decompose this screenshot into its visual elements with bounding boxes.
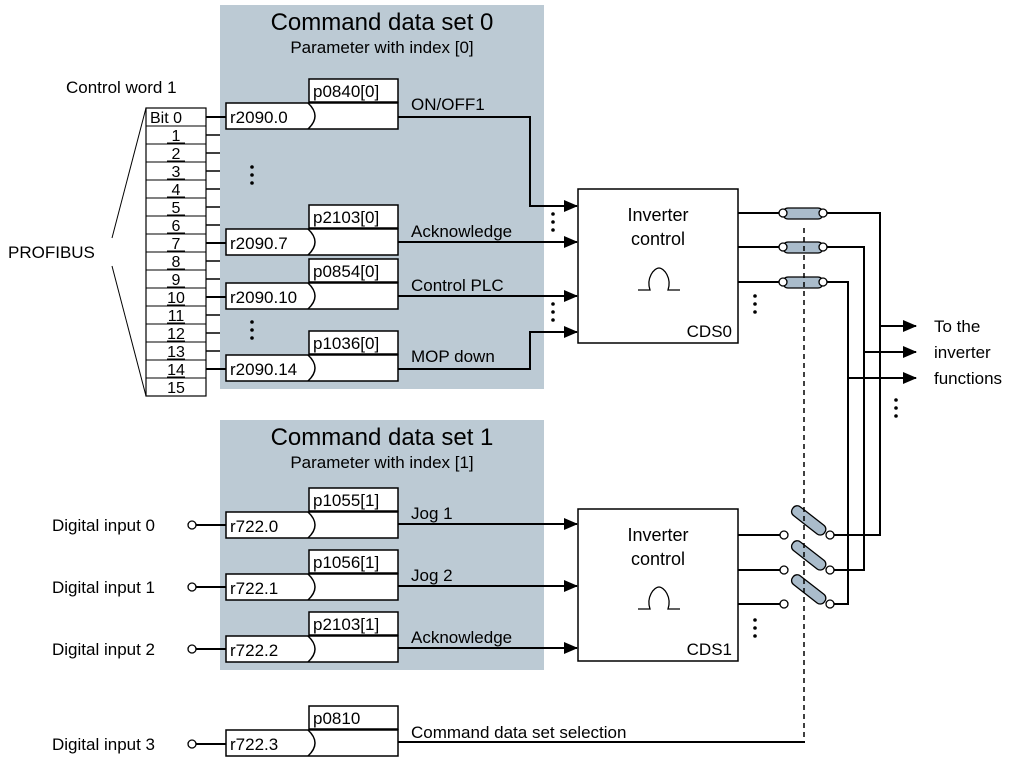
- output-label-3: functions: [934, 369, 1002, 388]
- bit-label: 12: [167, 326, 185, 343]
- bit-label: Bit 0: [150, 110, 182, 127]
- signal-label: Control PLC: [411, 276, 504, 295]
- cds-tag: CDS1: [687, 640, 732, 659]
- bit-label: 3: [172, 164, 181, 181]
- cds1-subtitle: Parameter with index [1]: [290, 453, 473, 472]
- bit-label: 4: [172, 182, 181, 199]
- bit-label: 6: [172, 218, 181, 235]
- bit-label: 1: [172, 128, 181, 145]
- inverter-control-cds0: Inverter control CDS0: [577, 188, 739, 344]
- bit-label: 10: [167, 290, 185, 307]
- control-symbol-icon: [638, 267, 680, 291]
- param-label: p1036[0]: [313, 334, 379, 353]
- bit-label: 5: [172, 200, 181, 217]
- cds0-row-on-off1: p0840[0] r2090.0 ON/OFF1: [206, 78, 578, 212]
- signal-label: Jog 1: [411, 504, 453, 523]
- input-label: Digital input 3: [52, 735, 155, 754]
- cds0-subtitle: Parameter with index [0]: [290, 38, 473, 57]
- param-label: p1055[1]: [313, 491, 379, 510]
- input-label: Digital input 1: [52, 578, 155, 597]
- cds0-panel: [220, 5, 544, 389]
- output-arrows: [848, 320, 917, 418]
- inverter-label-2: control: [631, 229, 685, 249]
- bit-label: 8: [172, 254, 181, 271]
- control-word-label: Control word 1: [66, 78, 177, 97]
- input-label: Digital input 0: [52, 516, 155, 535]
- param-label: p0854[0]: [313, 262, 379, 281]
- signal-label: ON/OFF1: [411, 95, 485, 114]
- profibus-fan: [111, 107, 147, 397]
- inverter-label-1: Inverter: [627, 205, 688, 225]
- source-label: r2090.0: [230, 108, 288, 127]
- input-label: Digital input 2: [52, 640, 155, 659]
- param-label: p0840[0]: [313, 82, 379, 101]
- cds1-row-jog1: Digital input 0 p1055[1] r722.0 Jog 1: [52, 487, 578, 539]
- inverter-label-1: Inverter: [627, 525, 688, 545]
- signal-label: Acknowledge: [411, 222, 512, 241]
- inverter-label-2: control: [631, 549, 685, 569]
- cds0-row-acknowledge: p2103[0] r2090.7 Acknowledge: [206, 204, 578, 256]
- source-label: r722.1: [230, 579, 278, 598]
- signal-label: MOP down: [411, 347, 495, 366]
- source-label: r2090.7: [230, 234, 288, 253]
- cds0-row-mop-down: p1036[0] r2090.14 MOP down: [206, 326, 578, 382]
- source-label: r722.2: [230, 641, 278, 660]
- signal-label: Acknowledge: [411, 628, 512, 647]
- param-label: p2103[0]: [313, 208, 379, 227]
- cds0-output-switches: [738, 207, 881, 605]
- cds1-row-acknowledge: Digital input 2 p2103[1] r722.2 Acknowle…: [52, 611, 578, 663]
- cds0-row-control-plc: p0854[0] r2090.10 Control PLC: [206, 258, 578, 310]
- param-label: p1056[1]: [313, 553, 379, 572]
- bit-label: 7: [172, 236, 181, 253]
- bit-label: 15: [167, 380, 185, 397]
- cds1-row-jog2: Digital input 1 p1056[1] r722.1 Jog 2: [52, 549, 578, 601]
- selection-row: Digital input 3 p0810 r722.3 Command dat…: [52, 705, 805, 757]
- bit-label: 14: [167, 362, 185, 379]
- bit-label: 13: [167, 344, 185, 361]
- output-label-2: inverter: [934, 343, 991, 362]
- inverter-control-cds1: Inverter control CDS1: [577, 508, 739, 662]
- control-symbol-icon: [638, 586, 680, 610]
- param-label: p0810: [313, 709, 360, 728]
- param-label: p2103[1]: [313, 615, 379, 634]
- cds1-output-switches: [738, 505, 835, 638]
- cds1-title: Command data set 1: [271, 424, 494, 451]
- source-label: r2090.10: [230, 288, 297, 307]
- source-label: r2090.14: [230, 360, 297, 379]
- output-label-1: To the: [934, 317, 980, 336]
- source-label: r722.3: [230, 735, 278, 754]
- cds-tag: CDS0: [687, 322, 732, 341]
- bit-label: 11: [168, 308, 185, 325]
- signal-label: Command data set selection: [411, 723, 626, 742]
- signal-label: Jog 2: [411, 566, 453, 585]
- control-word-bits: Bit 0 1 2 3 4 5 6 7 8 9 10 11 12 13 14 1…: [145, 107, 220, 397]
- cds0-title: Command data set 0: [271, 9, 494, 36]
- bit-label: 9: [172, 272, 181, 289]
- ellipsis-dots: [250, 165, 555, 340]
- source-label: r722.0: [230, 517, 278, 536]
- profibus-label: PROFIBUS: [8, 243, 95, 262]
- bit-label: 2: [172, 146, 181, 163]
